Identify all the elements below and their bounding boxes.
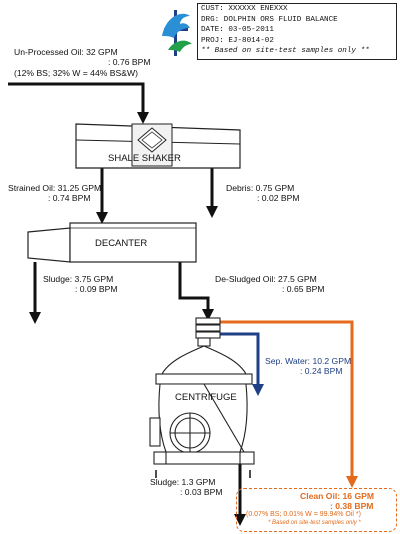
shale-shaker-unit <box>75 123 241 169</box>
unprocessed-oil-label: Un-Processed Oil: 32 GPM <box>14 47 118 57</box>
debris-label: Debris: 0.75 GPM <box>226 183 295 193</box>
sep-water-bpm: : 0.24 BPM <box>300 366 343 376</box>
clean-oil-bpm: : 0.38 BPM <box>330 501 374 511</box>
clean-oil-box <box>236 488 397 532</box>
title-project: PROJ: EJ-8014-02 <box>201 36 274 45</box>
title-drawing: DRG: DOLPHIN ORS FLUID BALANCE <box>201 15 338 24</box>
title-note: ** Based on site-test samples only ** <box>201 47 370 55</box>
debris-bpm: : 0.02 BPM <box>257 193 300 203</box>
sludge-centrifuge-label: Sludge: 1.3 GPM <box>150 477 216 487</box>
shale-shaker-label: SHALE SHAKER <box>108 153 181 164</box>
clean-oil-line <box>218 320 358 488</box>
decanter-label: DECANTER <box>95 238 148 249</box>
strained-oil-bpm: : 0.74 BPM <box>48 193 91 203</box>
unprocessed-oil-composition: (12% BS; 32% W = 44% BS&W) <box>14 68 138 78</box>
dolphin-logo-icon <box>162 10 192 56</box>
centrifuge-unit <box>149 317 255 478</box>
title-block: CUST: XXXXXX ENEXXX DRG: DOLPHIN ORS FLU… <box>197 3 397 60</box>
sludge-decanter-label: Sludge: 3.75 GPM <box>43 274 114 284</box>
title-date: DATE: 03-05-2011 <box>201 26 274 34</box>
strained-oil-label: Strained Oil: 31.25 GPM <box>8 183 102 193</box>
sep-water-label: Sep. Water: 10.2 GPM <box>265 356 352 366</box>
clean-oil-label: Clean Oil: 16 GPM <box>300 491 375 501</box>
clean-oil-composition: (0.07% BS; 0.01% W = 99.94% Oil *) <box>246 511 361 518</box>
desludged-oil-bpm: : 0.65 BPM <box>282 284 325 294</box>
sep-water-line <box>218 332 264 396</box>
centrifuge-label: CENTRIFUGE <box>175 392 237 403</box>
sludge-decanter-bpm: : 0.09 BPM <box>75 284 118 294</box>
unprocessed-oil-line <box>8 82 149 124</box>
unprocessed-oil-bpm: : 0.76 BPM <box>108 57 151 67</box>
sludge-centrifuge-bpm: : 0.03 BPM <box>180 487 223 497</box>
clean-oil-note: * Based on site-test samples only * <box>268 520 361 526</box>
desludged-oil-label: De-Sludged Oil: 27.5 GPM <box>215 274 317 284</box>
decanter-unit <box>27 222 197 263</box>
title-customer: CUST: XXXXXX ENEXXX <box>201 5 288 13</box>
desludged-oil-line <box>178 262 214 321</box>
